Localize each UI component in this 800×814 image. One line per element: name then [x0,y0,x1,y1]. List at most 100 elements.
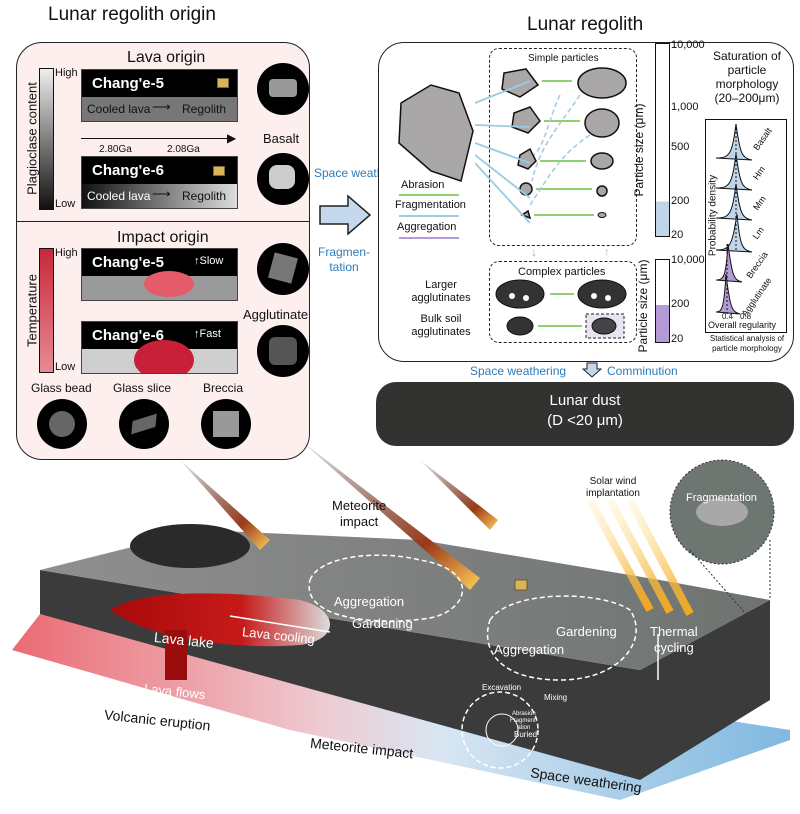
regolith-block-top [40,530,770,670]
saturation-title-line: morphology [715,77,779,91]
timeline-tick-1: 2.80Ga [99,144,132,155]
lava-conduit [165,630,187,680]
legend-abrasion-arrow [399,194,459,196]
larger-agglutinates-2: agglutinates [411,292,471,304]
legend-abrasion: Abrasion [401,179,445,191]
agglutinate-sample-image-1 [257,243,309,295]
fragmentation-magnifier-label: Fragmentation [686,492,757,504]
basalt-sample-image-1 [257,63,309,115]
size-tick-10000: 10,000 [671,39,705,51]
impact-zone-outline-1 [308,554,464,622]
complex-particles-box: Complex particles [489,261,637,343]
plagioclase-high: High [55,67,78,79]
cycle-center-line: Fragment- [510,718,538,724]
ce6-melt-zone [134,340,194,373]
big-right-arrow-icon [319,194,372,236]
simple-particles-drawing [501,67,627,220]
timeline-arrow [81,138,231,139]
lander-icon [217,78,229,88]
aggregation-down-arrow-icon: ↓ [531,245,537,259]
size-tick-bottom-20: 20 [671,333,684,345]
size-tick-bottom-200: 200 [671,298,690,310]
glass-slice-image [119,399,169,449]
saturation-title: Saturation of particle morphology (20–20… [705,49,789,105]
ridge-caption-1: Statistical analysis of [709,334,785,343]
aggregation-label-2: Aggregation [494,642,565,657]
cycle-inner-circle [485,713,519,747]
glass-slice-label: Glass slice [113,381,172,395]
fragmented-rock [696,498,748,526]
temperature-gradient-bar [39,248,54,373]
agglutinate-label: Agglutinate [243,307,309,322]
larger-agglutinates-1: Larger [425,279,457,291]
bulk-soil-agglutinates-2: agglutinates [411,326,471,338]
complex-particles-title: Complex particles [518,266,606,278]
ridge-plot-drawing [715,123,753,315]
size-tick-bottom-10000: 10,000 [671,254,705,266]
size-tick-20: 20 [671,229,684,241]
temperature-low: Low [55,361,76,373]
meteorite-impact-line: Meteorite [332,498,387,513]
size-tick-500: 500 [671,141,690,153]
ce6-cooled-lava: Cooled lava [87,189,151,203]
cycle-center-line: ation [517,725,531,731]
space-weathering-label: Space weathering [314,166,411,180]
meteor [300,440,480,590]
meteorite-impact-line: impact [339,514,379,529]
arrow-icon: ⟶ [152,186,171,201]
meteor [180,460,270,550]
meteorite-impact-label: Meteorite impact [332,498,386,530]
arrow-icon: ⟶ [152,99,171,114]
regolith-origin-panel: Lava origin Plagioclase content High Low… [16,42,310,460]
cycle-mixing: Mixing [544,693,568,702]
lander-icon [514,579,528,591]
ce5-melt-zone [144,271,194,297]
ce6-impact-box: Chang'e-6 ↑Fast [81,321,238,374]
large-particle [398,84,474,182]
ce6-rate: Fast [199,328,221,340]
process-space-weathering: Space weathering [470,364,567,378]
temperature-high: High [55,247,78,259]
size-bar-top [655,43,670,237]
glass-bead-label: Glass bead [31,381,92,395]
lunar-regolith-title: Lunar regolith [527,14,644,35]
legend-fragmentation-arrow [399,215,459,217]
complex-particles-drawing [495,279,627,339]
ridge-plot: Probability density Basalt Hm Mm Lm Brec… [705,119,787,333]
timeline-arrowhead-icon: ▶ [227,131,237,145]
lander-icon [213,166,225,176]
thermal-cycling-label: Thermal cycling [650,624,698,656]
basalt-label: Basalt [263,131,300,146]
ce5-lava-box: Chang'e-5 Cooled lava ⟶ Regolith [81,69,238,122]
lunar-surface-scene [12,440,790,800]
size-tick-200: 200 [671,195,690,207]
ce6-regolith: Regolith [182,189,227,203]
lava-origin-heading: Lava origin [127,49,206,66]
temperature-axis-label: Temperature [24,274,40,347]
ce5-regolith: Regolith [182,102,227,116]
plagioclase-axis-label: Plagioclase content [24,82,40,195]
ce5-impact-box: Chang'e-5 ↑Slow [81,248,238,301]
fragmentation-label-1: Fragmen- [318,245,371,259]
aggregation-label-1: Aggregation [334,594,405,609]
ridge-xtick-0.8: 0.8 [740,312,752,321]
ce6-impact-title: Chang'e-6 [92,327,164,344]
breccia-image [201,399,251,449]
fragmentation-arrows [475,80,531,224]
ce5-lava-strip: Cooled lava ⟶ Regolith [82,97,237,121]
ce5-rate: Slow [199,255,224,267]
meteor [420,460,498,530]
legend-aggregation: Aggregation [397,221,457,233]
ce6-lava-strip: Cooled lava ⟶ Regolith [82,184,237,208]
lunar-dust-box: Lunar dust (D <20 μm) [376,382,794,446]
lunar-dust-title: Lunar dust [549,392,621,409]
thermal-cycling-line: cycling [653,640,694,655]
ce5-impact-title: Chang'e-5 [92,254,164,271]
gardening-label-2: Gardening [556,624,617,639]
cycle-center-label: Abrasion Fragment- ation [510,711,538,732]
ce6-lava-box: Chang'e-6 Cooled lava ⟶ Regolith [81,156,238,209]
solar-wind-label: Solar wind implantation [586,476,640,500]
cycle-center-line: Abrasion [512,711,536,717]
regolith-origin-title: Lunar regolith origin [48,4,216,25]
ce5-rate-label: ↑Slow [194,255,224,267]
